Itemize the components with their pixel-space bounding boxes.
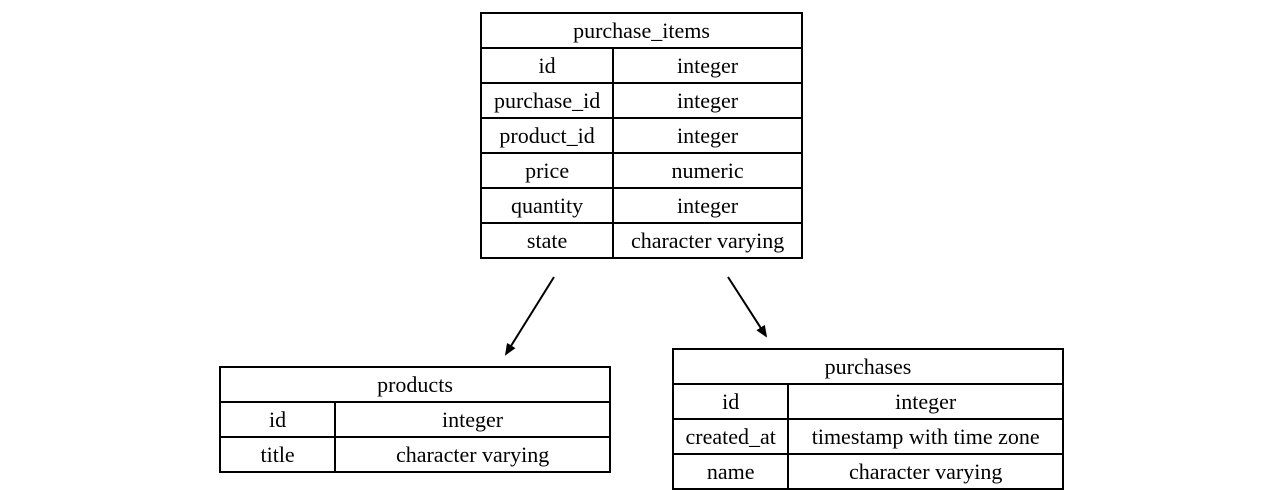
- column-name: quantity: [479, 187, 615, 224]
- table-purchases: purchases id integer created_at timestam…: [671, 348, 1064, 490]
- table-row: id integer: [671, 383, 1064, 420]
- column-name: id: [479, 47, 615, 84]
- column-type: integer: [787, 383, 1064, 420]
- table-purchase-items: purchase_items id integer purchase_id in…: [479, 12, 803, 259]
- column-name: id: [671, 383, 790, 420]
- table-row: quantity integer: [479, 187, 803, 224]
- column-name: name: [671, 453, 790, 490]
- column-name: title: [218, 436, 337, 473]
- er-diagram: purchase_items id integer purchase_id in…: [218, 12, 1064, 490]
- table-title: purchase_items: [480, 12, 803, 49]
- column-type: integer: [612, 82, 803, 119]
- column-name: purchase_id: [479, 82, 615, 119]
- table-row: created_at timestamp with time zone: [671, 418, 1064, 455]
- column-type: character varying: [612, 222, 803, 259]
- column-type: integer: [334, 401, 611, 438]
- column-name: state: [479, 222, 615, 259]
- column-type: numeric: [612, 152, 803, 189]
- table-row: name character varying: [671, 453, 1064, 490]
- relation-edge-purchase-items-to-purchases: [727, 276, 768, 338]
- table-row: product_id integer: [479, 117, 803, 154]
- column-type: integer: [612, 47, 803, 84]
- table-row: purchase_id integer: [479, 82, 803, 119]
- table-products: products id integer title character vary…: [218, 366, 611, 473]
- table-row: id integer: [218, 401, 611, 438]
- table-row: id integer: [479, 47, 803, 84]
- table-title: products: [219, 366, 611, 403]
- table-row: price numeric: [479, 152, 803, 189]
- column-name: created_at: [671, 418, 790, 455]
- column-type: character varying: [334, 436, 611, 473]
- table-title: purchases: [672, 348, 1064, 385]
- column-type: integer: [612, 187, 803, 224]
- table-row: title character varying: [218, 436, 611, 473]
- column-name: product_id: [479, 117, 615, 154]
- table-row: state character varying: [479, 222, 803, 259]
- column-type: integer: [612, 117, 803, 154]
- column-type: character varying: [787, 453, 1064, 490]
- column-type: timestamp with time zone: [787, 418, 1064, 455]
- relation-edge-purchase-items-to-products: [504, 276, 555, 356]
- column-name: id: [218, 401, 337, 438]
- column-name: price: [479, 152, 615, 189]
